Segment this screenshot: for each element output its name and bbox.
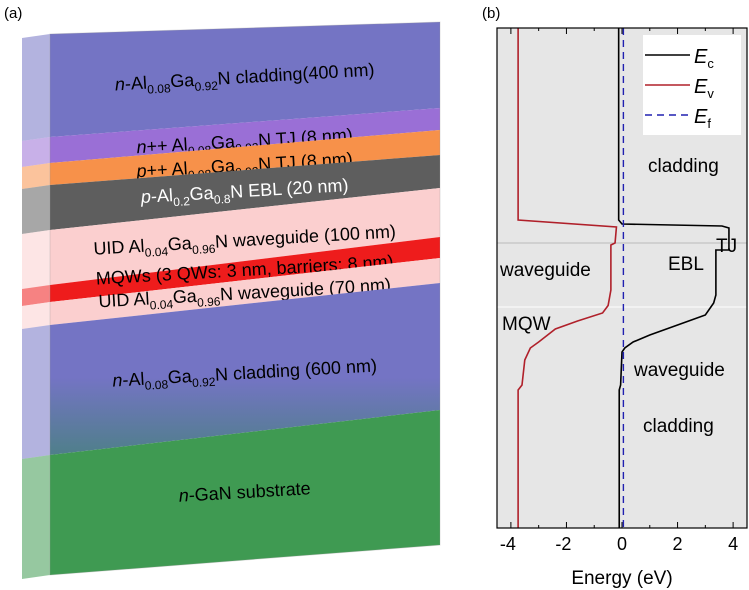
layer-0 bbox=[50, 22, 440, 137]
legend-entry: Ev bbox=[694, 76, 714, 101]
layer-label-part: -Al bbox=[122, 369, 145, 390]
layer-side-1 bbox=[22, 137, 50, 167]
layer-label-part: n bbox=[178, 485, 189, 506]
x-tick-label: 4 bbox=[728, 534, 738, 554]
layer-7 bbox=[50, 283, 440, 455]
layer-side-7 bbox=[22, 325, 50, 459]
layer-label-part: Ga bbox=[189, 183, 215, 204]
layer-label-part: ++ Al bbox=[146, 158, 188, 180]
layer-label-part: UID Al bbox=[93, 236, 145, 259]
layer-label-part: n bbox=[112, 370, 123, 391]
layer-side-5 bbox=[22, 285, 50, 306]
layer-label-part: ++ Al bbox=[146, 134, 188, 156]
layer-side-6 bbox=[22, 302, 50, 329]
layer-6 bbox=[50, 258, 440, 325]
x-tick-label: -2 bbox=[555, 534, 571, 554]
legend-subscript: f bbox=[707, 116, 711, 131]
layer-label-part: 0.8 bbox=[214, 192, 232, 207]
legend-entry: Ef bbox=[694, 106, 711, 131]
layer-stack-diagram: (a) n-Al0.08Ga0.92N cladding(400 nm)n++ … bbox=[4, 5, 441, 579]
layer-side-4 bbox=[22, 230, 50, 289]
panel-b-label: (b) bbox=[482, 5, 500, 22]
layer-label-part: p bbox=[139, 186, 151, 207]
layer-side-3 bbox=[22, 185, 50, 234]
layer-4 bbox=[50, 188, 440, 285]
layer-label-part: 0.2 bbox=[173, 194, 191, 209]
region-label: waveguide bbox=[633, 360, 725, 381]
layer-label-part: 0.92 bbox=[194, 79, 218, 94]
layer-side-2 bbox=[22, 163, 50, 189]
layer-label-part: Ga bbox=[167, 366, 193, 387]
layer-label-part: p bbox=[135, 161, 147, 182]
layer-label-part: Ga bbox=[170, 70, 196, 91]
legend-symbol: E bbox=[694, 76, 708, 98]
layer-label-part: Ga bbox=[167, 233, 193, 254]
layer-label-part: 0.08 bbox=[147, 81, 171, 96]
layer-label-part: 0.08 bbox=[144, 377, 168, 392]
layer-3 bbox=[50, 155, 440, 230]
layer-label-part: n bbox=[114, 74, 125, 95]
layer-label-part: 0.04 bbox=[149, 297, 173, 312]
x-tick-label: 0 bbox=[617, 534, 627, 554]
layer-side-0 bbox=[22, 34, 50, 141]
layer-label-part: 0.96 bbox=[192, 242, 216, 257]
layer-label-part: -Al bbox=[150, 185, 173, 206]
x-tick-label: -4 bbox=[500, 534, 516, 554]
layer-side-8 bbox=[22, 455, 50, 579]
layer-label-part: 0.96 bbox=[197, 294, 221, 309]
layer-5 bbox=[50, 237, 440, 302]
region-label: cladding bbox=[643, 416, 714, 437]
layer-2 bbox=[50, 130, 440, 185]
region-label: MQW bbox=[502, 314, 551, 335]
layer-label-part: n bbox=[136, 137, 147, 158]
legend-symbol: E bbox=[694, 46, 708, 68]
region-label: EBL bbox=[668, 254, 704, 275]
x-tick-label: 2 bbox=[673, 534, 683, 554]
layer-1 bbox=[50, 108, 440, 163]
layer-label-part: Ga bbox=[172, 286, 198, 307]
layer-label-part: 0.04 bbox=[144, 244, 168, 259]
region-label: TJ bbox=[716, 236, 737, 257]
layer-8 bbox=[50, 410, 440, 575]
region-label: waveguide bbox=[499, 260, 591, 281]
legend-subscript: c bbox=[707, 56, 714, 71]
layer-label-part: 0.92 bbox=[192, 375, 216, 390]
legend-subscript: v bbox=[707, 86, 714, 101]
layer-label-part: Ga bbox=[210, 132, 236, 153]
layer-label-part: UID Al bbox=[98, 289, 150, 312]
legend-symbol: E bbox=[694, 106, 708, 128]
series-ev-line bbox=[517, 28, 618, 528]
layer-label-part: -Al bbox=[124, 73, 147, 94]
panel-a-label: (a) bbox=[4, 5, 22, 22]
x-axis-label: Energy (eV) bbox=[571, 568, 672, 589]
block-outline bbox=[49, 21, 441, 576]
region-label: cladding bbox=[648, 156, 719, 177]
legend-entry: Ec bbox=[694, 46, 714, 71]
series-ec-line bbox=[617, 28, 730, 528]
